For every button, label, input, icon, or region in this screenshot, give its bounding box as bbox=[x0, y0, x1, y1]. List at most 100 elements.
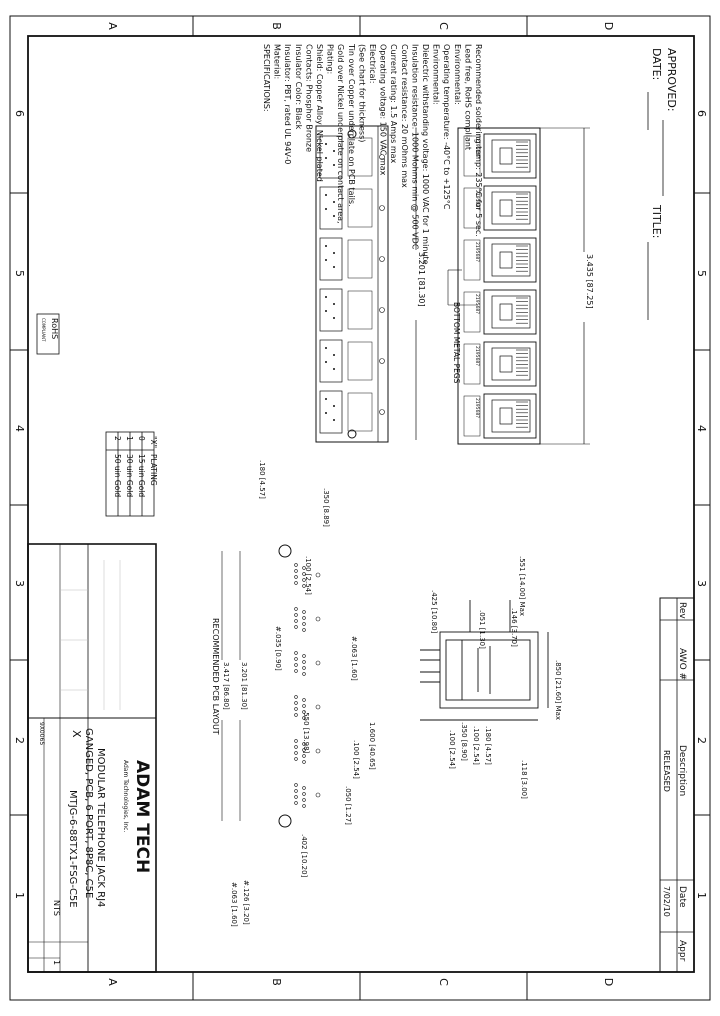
rohs-label: RoHS bbox=[50, 318, 59, 339]
spec-line: Gold over Nickel underplate on contact a… bbox=[336, 44, 345, 224]
side-dim-label: .180 [4.57] bbox=[484, 726, 492, 765]
pcb-dim-label: 3.417 [86.80] bbox=[222, 662, 230, 710]
zone-number-4-right: 4 bbox=[695, 425, 708, 432]
zone-letters-top: A B C D bbox=[106, 22, 615, 30]
spec-line: Insulator: PBT, rated UL 94V-0 bbox=[283, 44, 292, 164]
date-header: Date bbox=[677, 886, 687, 908]
side-view-dims: .551 [14.00] Max.146 [3.70] .051 [1.30] .4… bbox=[430, 556, 562, 799]
pcb-dim-label: .350 [8.89] bbox=[322, 488, 330, 527]
top-width-dim: 3.201 [81.30] bbox=[417, 252, 426, 307]
zone-letter-b: B bbox=[270, 22, 283, 30]
appr-header: Appr bbox=[677, 940, 687, 962]
rohs-badge: RoHS COMPLIANT bbox=[36, 313, 60, 355]
specifications-block: SPECIFICATIONS:Material:Insulator: PBT, … bbox=[262, 43, 483, 265]
jack-port: 2195687 bbox=[463, 289, 537, 335]
spec-line: Plating: bbox=[326, 44, 335, 74]
side-view bbox=[420, 600, 549, 721]
plating-code: 2 bbox=[113, 436, 122, 441]
housing-cell bbox=[319, 135, 385, 179]
description-header: Description bbox=[677, 745, 687, 796]
spec-line: Material: bbox=[273, 44, 282, 79]
approval-block: APPROVED: DATE: TITLE: bbox=[647, 48, 678, 320]
side-dim-label: .051 [1.30] bbox=[478, 610, 486, 649]
housing-cell bbox=[319, 339, 385, 383]
pcb-dim-label: .402 [10.20] bbox=[300, 834, 308, 878]
side-dim-label: .146 [3.70] bbox=[510, 608, 518, 647]
spec-line: Environmental: bbox=[432, 44, 441, 105]
pcb-dim-label: #.126 [3.20] bbox=[242, 880, 250, 925]
pcb-dim-label: #.063 [1.60] bbox=[230, 882, 238, 927]
title-line-1: MODULAR TELEPHONE JACK RJ4 bbox=[95, 748, 106, 907]
jack-port: 2195687 bbox=[463, 341, 537, 387]
pcb-dim-label: .050 [1.27] bbox=[344, 786, 352, 825]
zone-number-5-right: 5 bbox=[695, 270, 708, 277]
doc-number: 9X0065 bbox=[38, 722, 45, 745]
pcb-hole-group bbox=[294, 695, 321, 720]
spec-line: Lead free, RoHS compliant bbox=[463, 44, 472, 150]
jack-port: 2195687 bbox=[463, 237, 537, 283]
spec-line: Current rating: 1.5 Amps max bbox=[389, 44, 398, 164]
zone-number-6: 6 bbox=[13, 110, 26, 117]
sheet-label: 1 bbox=[52, 960, 61, 965]
pcb-layout-dims: .180 [4.57].350 [8.89].550 [13.98].100 [… bbox=[222, 460, 376, 927]
date-label: DATE: bbox=[650, 48, 663, 80]
spec-line: (See chart for thickness) bbox=[357, 44, 366, 142]
pcb-hole-group bbox=[294, 783, 321, 808]
part-number: MTJG-6-88TX1-FSG-C5E bbox=[67, 790, 78, 908]
sheet-frame bbox=[9, 15, 711, 1001]
title-label: TITLE: bbox=[650, 204, 663, 238]
pcb-dim-label: 1.600 [40.65] bbox=[368, 722, 376, 770]
side-dim-label: .425 [10.80] bbox=[430, 590, 438, 634]
front-width-dim: 3.435 [87.25] bbox=[585, 254, 594, 309]
company-subtitle: Adam Technologies, Inc. bbox=[122, 760, 129, 832]
spec-line: Insulator Color: Black bbox=[294, 44, 303, 130]
side-dim-label: .350 [8.90] bbox=[460, 722, 468, 761]
jack-port: 2195687 bbox=[463, 133, 537, 179]
housing-cell bbox=[319, 186, 385, 230]
spec-line: SPECIFICATIONS: bbox=[262, 44, 271, 112]
spec-line: Tin over Copper underplate on PCB tails. bbox=[347, 43, 356, 207]
plating-header: PLATING bbox=[149, 454, 158, 486]
approved-label: APPROVED: bbox=[665, 48, 678, 112]
housing-cell bbox=[319, 288, 385, 332]
housing-cell bbox=[319, 390, 385, 434]
side-dim-label: .100 [2.54] bbox=[448, 730, 456, 769]
zone-number-5: 5 bbox=[13, 270, 26, 277]
zone-letters-bottom: A B C D bbox=[106, 978, 615, 986]
port-label: 2195687 bbox=[474, 398, 480, 418]
side-dim-label: .100 [2.54] bbox=[472, 726, 480, 765]
spec-line: Electrical: bbox=[368, 44, 377, 83]
zone-number-2-right: 2 bbox=[695, 737, 708, 744]
pcb-dim-label: .100 [2.54] bbox=[352, 740, 360, 779]
zone-numbers-right: 6 5 4 3 2 1 bbox=[695, 110, 708, 899]
spec-line: Dielectric withstanding voltage: 1000 VA… bbox=[421, 44, 430, 265]
title-block: ADAM TECH Adam Technologies, Inc. MODULA… bbox=[27, 543, 157, 973]
zone-letter-d-bottom: D bbox=[602, 978, 615, 986]
port-label: 2195687 bbox=[474, 138, 480, 158]
zone-letter-a-bottom: A bbox=[106, 978, 119, 986]
title-line-2: GANGED, PCB, 6 PORT, 8P8C, C5E bbox=[83, 728, 94, 898]
awo-header: AWO # bbox=[677, 648, 687, 680]
jack-port: 2195687 bbox=[463, 393, 537, 439]
port-label: 2195687 bbox=[474, 346, 480, 366]
spec-line: Contacts: Phosphor Bronze bbox=[304, 44, 313, 152]
pcb-dim-label: .100 [2.54] bbox=[304, 556, 312, 595]
spec-line: Shield: Copper Alloy, Nickel plated bbox=[315, 44, 324, 182]
x-label: X bbox=[70, 730, 83, 738]
zone-number-4: 4 bbox=[13, 425, 26, 432]
zone-number-3: 3 bbox=[13, 580, 26, 587]
plating-value: 15 uin Gold bbox=[137, 454, 146, 497]
zone-number-6-right: 6 bbox=[695, 110, 708, 117]
plating-value: 30 uin Gold bbox=[125, 454, 134, 497]
housing-cell bbox=[319, 237, 385, 281]
plating-code: 0 bbox=[137, 436, 146, 441]
pcb-dim-label: .550 [13.98] bbox=[302, 710, 310, 754]
zone-number-3-right: 3 bbox=[695, 580, 708, 587]
pcb-dim-label: 3.201 [81.30] bbox=[240, 662, 248, 710]
side-dim-label: .118 [3.00] bbox=[520, 760, 528, 799]
pcb-dim-label: #.063 [1.60] bbox=[350, 636, 358, 681]
plating-code: 1 bbox=[125, 436, 134, 441]
side-dim-label: .551 [14.00] Max bbox=[518, 556, 526, 616]
